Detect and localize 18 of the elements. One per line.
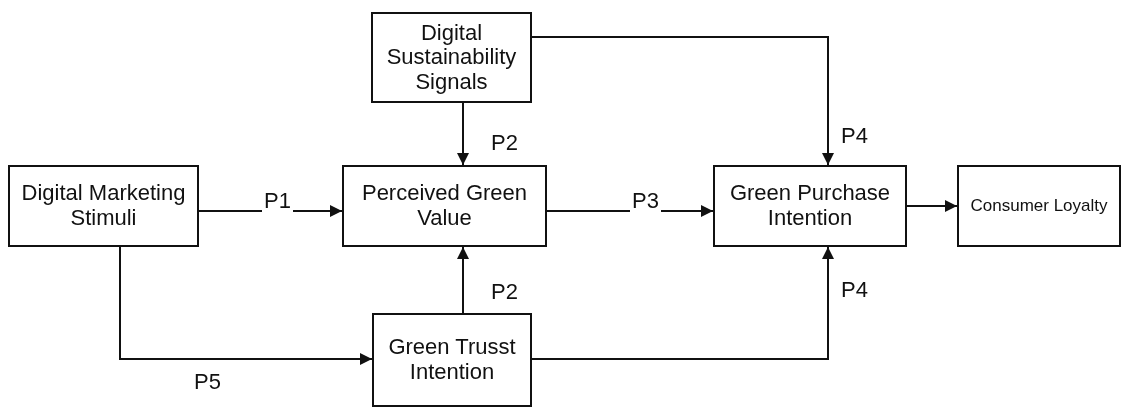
process-box	[371, 12, 532, 103]
arrow	[457, 102, 469, 166]
node-label: Green Purchase Intention	[728, 181, 892, 231]
process-box	[713, 165, 907, 247]
arrow	[906, 200, 958, 212]
node-label: Green Trusst Intention	[387, 335, 517, 385]
arrow	[531, 36, 834, 166]
process-box	[342, 165, 547, 247]
node-label: Consumer Loyalty	[970, 196, 1108, 216]
node-label: Digital Marketing Stimuli	[20, 181, 187, 231]
arrow	[531, 246, 834, 360]
arrow	[457, 246, 469, 314]
arrow	[119, 246, 373, 365]
node-label: Perceived Green Value	[360, 181, 529, 231]
process-box	[372, 313, 532, 407]
process-box	[8, 165, 199, 247]
node-label: Digital Sustainability Signals	[385, 20, 518, 95]
process-box	[957, 165, 1121, 247]
